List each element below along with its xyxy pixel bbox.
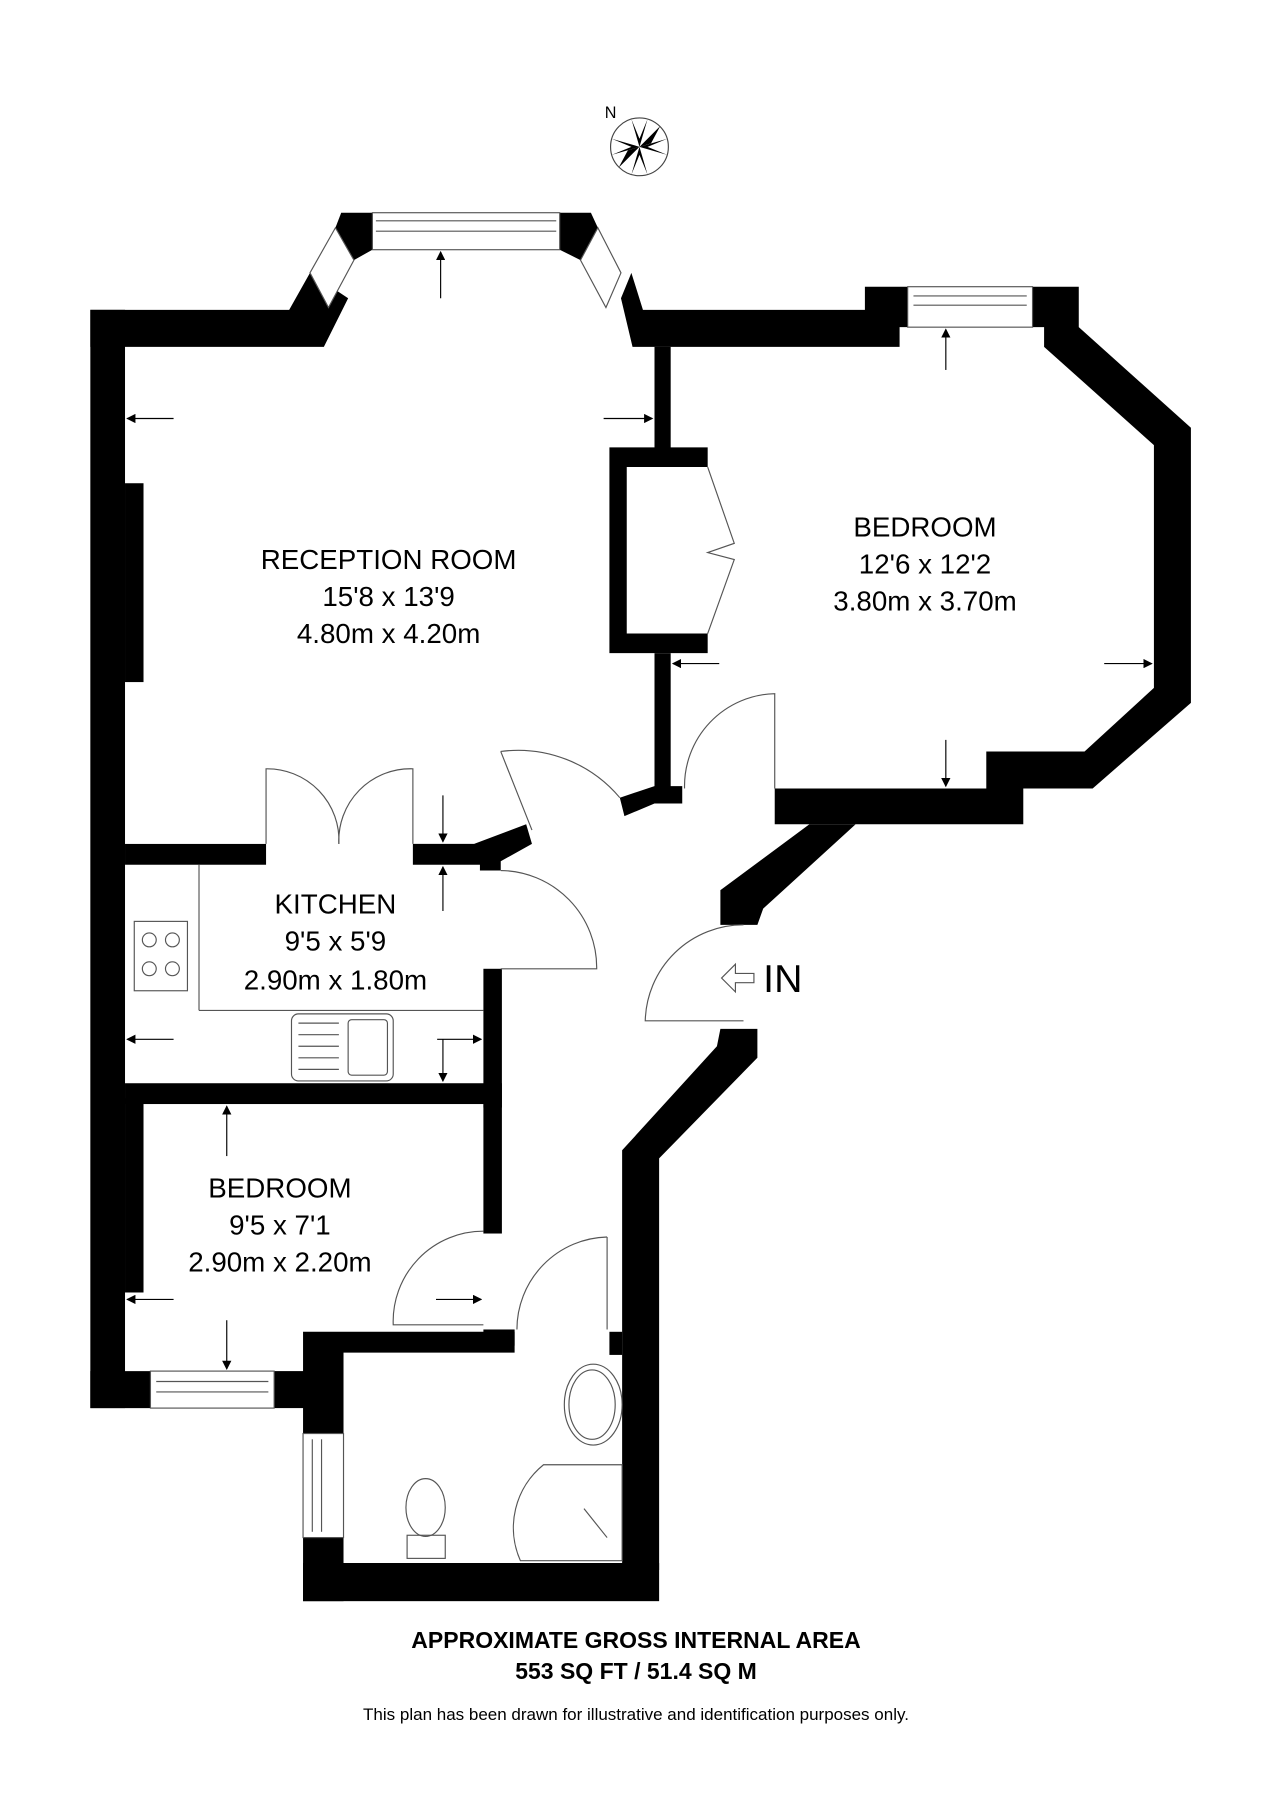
entrance-label: IN [763, 957, 802, 1001]
basin-icon [563, 1363, 623, 1446]
room-name: KITCHEN [275, 888, 397, 919]
room-name: BEDROOM [208, 1173, 351, 1204]
doors [265, 466, 776, 1330]
shower-tray-icon [512, 1464, 623, 1562]
area-value: 553 SQ FT / 51.4 SQ M [515, 1658, 757, 1684]
room-imperial: 15'8 x 13'9 [322, 581, 454, 612]
room-bedroom-2: BEDROOM 9'5 x 7'1 2.90m x 2.20m [188, 1173, 371, 1278]
disclaimer: This plan has been drawn for illustrativ… [363, 1705, 909, 1724]
room-kitchen: KITCHEN 9'5 x 5'9 2.90m x 1.80m [244, 888, 427, 995]
kitchen-hob-icon [133, 920, 189, 992]
kitchen-sink-icon [290, 1013, 394, 1082]
walls [90, 212, 1191, 1602]
room-reception: RECEPTION ROOM 15'8 x 13'9 4.80m x 4.20m [261, 544, 517, 649]
room-metric: 2.90m x 1.80m [244, 965, 427, 996]
room-imperial: 9'5 x 7'1 [229, 1210, 331, 1241]
room-metric: 4.80m x 4.20m [297, 618, 480, 649]
room-metric: 3.80m x 3.70m [833, 585, 1016, 616]
compass-north-label: N [605, 104, 617, 122]
entrance-arrow-icon [720, 962, 755, 994]
compass-rose-icon [609, 117, 669, 177]
toilet-icon [405, 1478, 446, 1559]
area-title: APPROXIMATE GROSS INTERNAL AREA [411, 1627, 861, 1653]
room-metric: 2.90m x 2.20m [188, 1247, 371, 1278]
room-name: RECEPTION ROOM [261, 544, 517, 575]
room-imperial: 12'6 x 12'2 [859, 548, 991, 579]
room-imperial: 9'5 x 5'9 [285, 925, 387, 956]
room-bedroom-1: BEDROOM 12'6 x 12'2 3.80m x 3.70m [833, 511, 1016, 616]
windows [149, 212, 1034, 1539]
dimension-arrows [126, 250, 1153, 1370]
room-name: BEDROOM [853, 511, 996, 542]
